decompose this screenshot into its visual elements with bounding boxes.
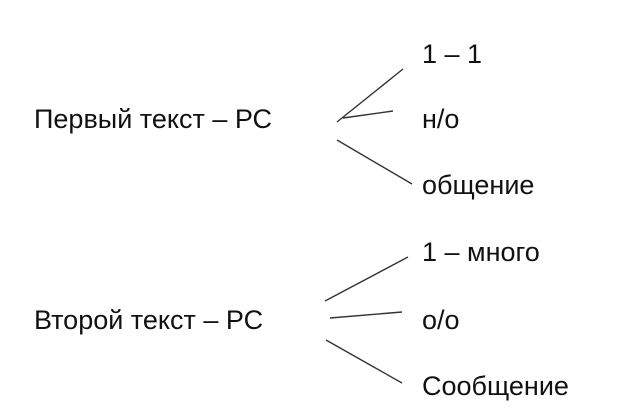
- branch-node: 1 – много: [422, 237, 540, 267]
- branch-node: Сообщение: [422, 371, 569, 401]
- branch-node: 1 – 1: [422, 39, 483, 69]
- edge-2-2: [329, 311, 403, 319]
- edge-1-1: [336, 68, 404, 123]
- branch-node: о/о: [422, 305, 460, 335]
- edge-2-1: [324, 256, 409, 302]
- root-node-2: Второй текст – РС: [34, 305, 264, 335]
- branch-node: общение: [422, 170, 535, 200]
- edge-1-3: [336, 139, 413, 185]
- edge-1-2: [342, 110, 394, 119]
- branch-node: н/о: [422, 104, 460, 134]
- edge-2-3: [325, 339, 403, 384]
- root-node-1: Первый текст – РС: [34, 104, 273, 134]
